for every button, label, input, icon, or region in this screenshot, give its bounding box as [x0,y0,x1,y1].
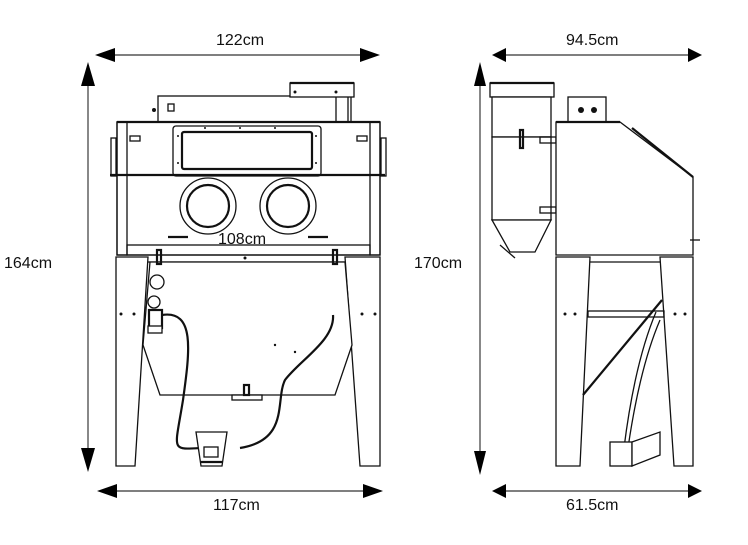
cabinet-side [555,96,700,256]
foot-pedal [195,431,228,467]
side-view [489,81,700,467]
dim-arrow-side-width-top [492,48,702,62]
viewing-window [172,125,322,177]
cabinet-body [110,120,387,256]
front-legs [115,256,381,467]
dim-arrow-side-width-bottom [492,484,702,498]
dim-arrow-front-height [81,62,95,472]
dim-label-front-height: 164cm [4,255,53,272]
foot-pedal-side [609,431,661,467]
dim-label-front-overall-width: 122cm [216,32,265,49]
dim-arrow-side-height [474,62,486,475]
top-control-box [152,81,355,123]
dim-label-front-leg-width: 117cm [213,497,260,514]
dim-label-front-cabinet-width: 108cm [218,231,267,248]
glove-port-left [179,177,237,235]
latch-left [155,248,163,266]
dim-arrow-front-width-top [95,48,380,62]
air-regulator [147,295,164,334]
air-hose-left [161,313,201,450]
air-hose-right [239,314,335,450]
side-legs [555,256,694,467]
dim-label-side-overall-depth: 94.5cm [566,32,619,49]
dim-label-side-leg-depth: 61.5cm [566,497,619,514]
glove-port-right [259,177,317,235]
dim-arrow-front-width-bottom [97,484,383,498]
dust-collector [489,81,557,259]
latch-right [331,248,339,266]
front-view [110,81,387,467]
dim-label-side-height: 170cm [414,255,463,272]
hopper-panel [142,256,353,401]
